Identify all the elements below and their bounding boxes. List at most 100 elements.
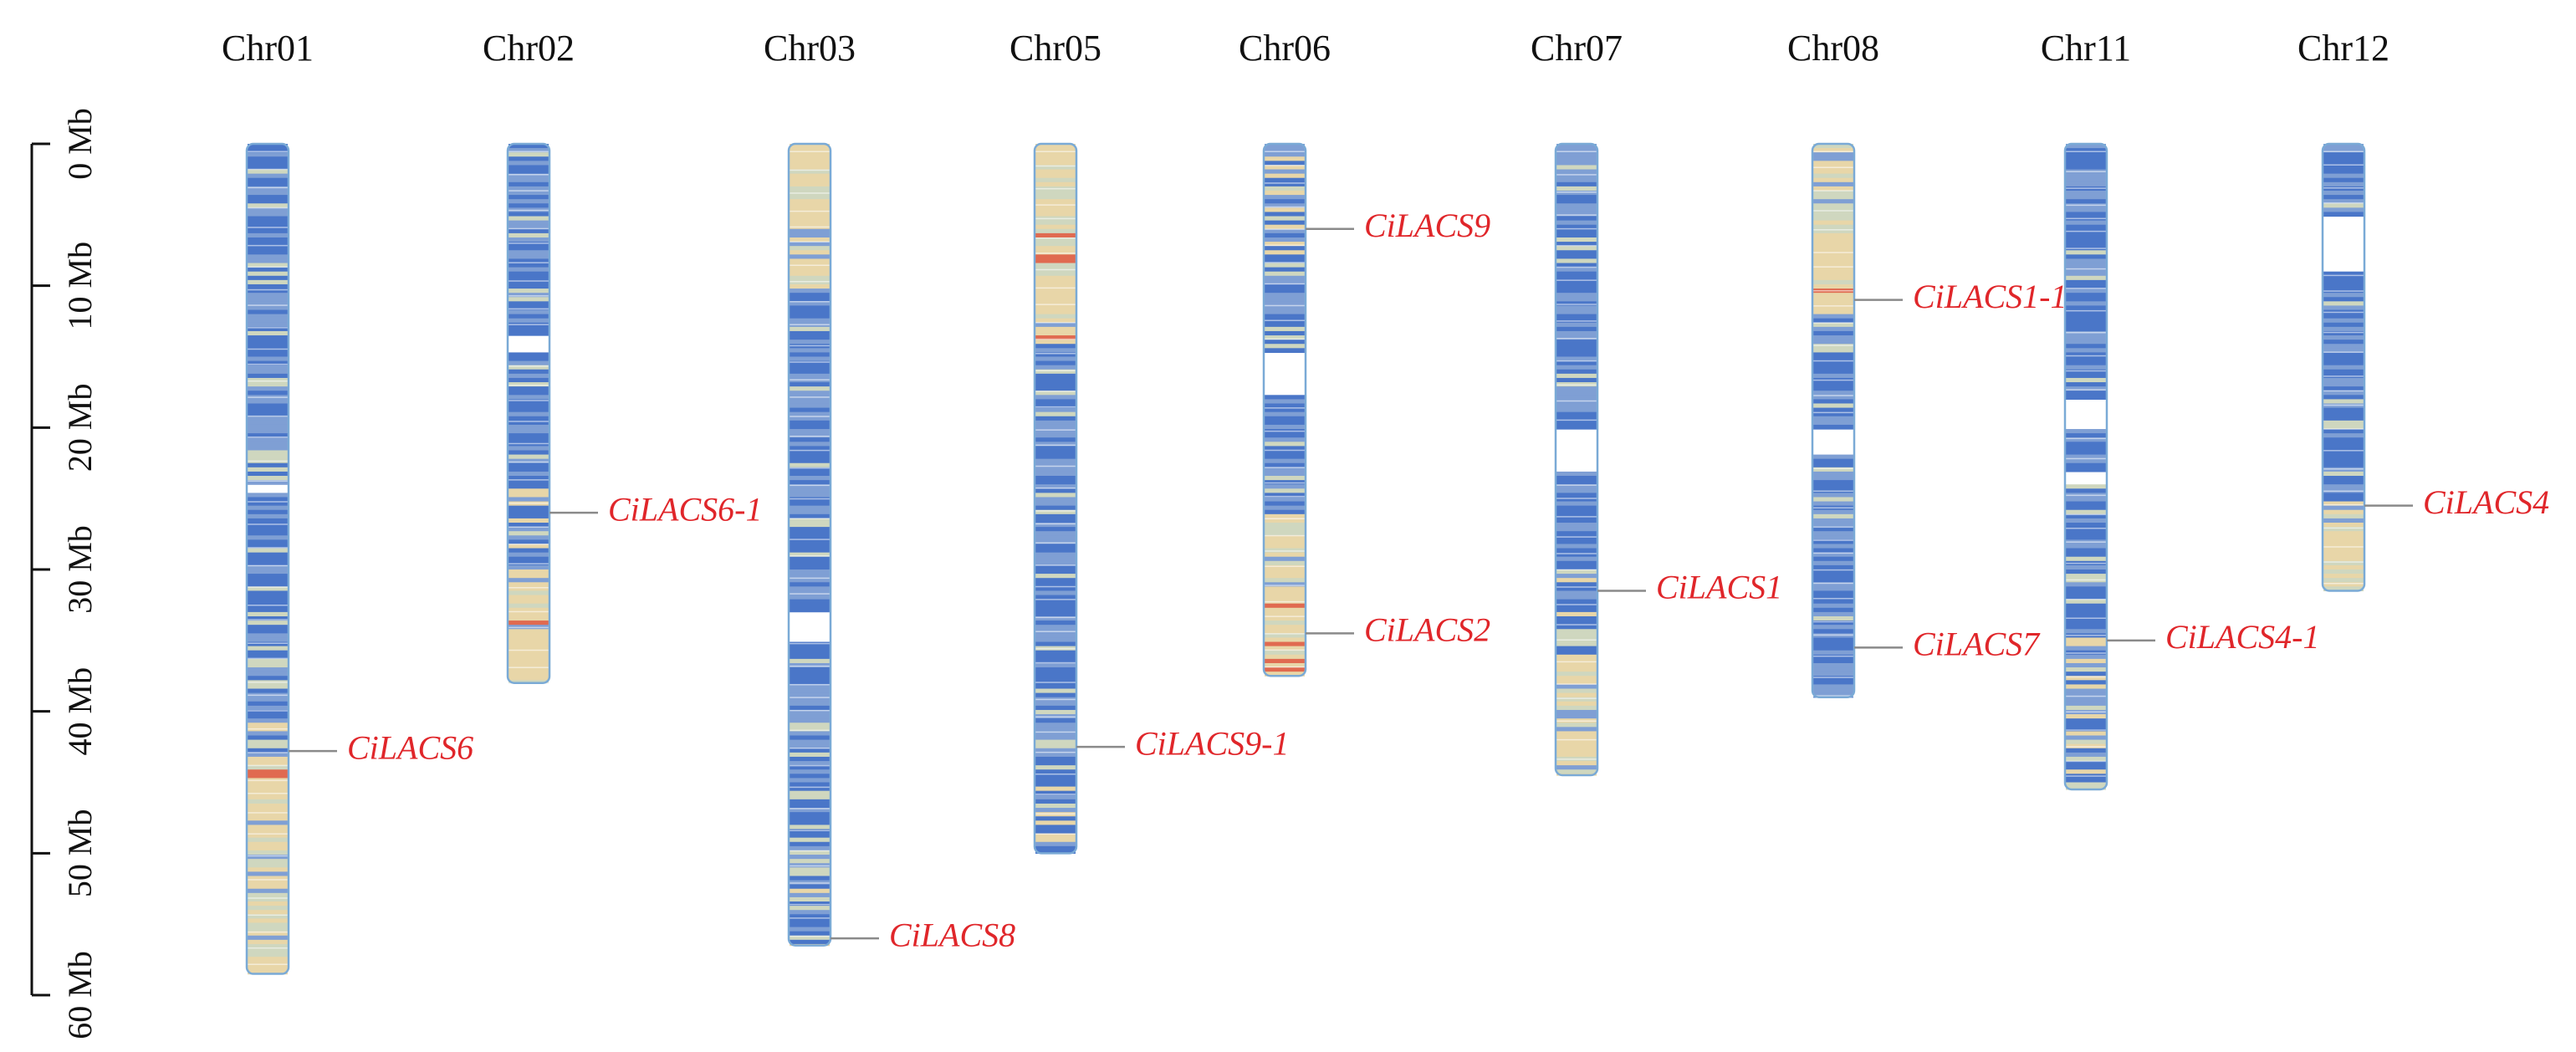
band-separator: [248, 752, 288, 753]
band-separator: [248, 289, 288, 291]
band: [1035, 318, 1076, 324]
band: [2323, 407, 2364, 413]
band: [790, 723, 830, 728]
band: [790, 799, 830, 804]
band: [1556, 216, 1597, 222]
band: [1813, 556, 1853, 562]
band: [1035, 220, 1076, 226]
band: [790, 786, 830, 792]
band: [2066, 701, 2106, 707]
band: [1035, 569, 1076, 575]
band: [2066, 437, 2106, 442]
band: [1556, 590, 1597, 596]
band: [2323, 356, 2364, 362]
band-separator: [790, 593, 830, 595]
band: [1035, 169, 1076, 175]
band: [790, 808, 830, 813]
band: [2066, 509, 2106, 515]
band: [2066, 301, 2106, 307]
band: [1265, 161, 1305, 166]
band: [248, 399, 288, 405]
band: [1813, 564, 1853, 570]
band-separator: [1265, 182, 1305, 184]
band: [790, 701, 830, 707]
band: [509, 484, 549, 489]
band: [509, 595, 549, 600]
band: [2066, 752, 2106, 758]
band: [1265, 544, 1305, 549]
band: [248, 615, 288, 621]
band: [1035, 416, 1076, 421]
band: [790, 318, 830, 324]
band: [1265, 220, 1305, 226]
band: [1265, 186, 1305, 192]
band-separator: [1265, 495, 1305, 498]
band: [2066, 232, 2106, 238]
band: [248, 782, 288, 788]
band-separator: [248, 304, 288, 306]
band: [248, 918, 288, 924]
band: [790, 552, 830, 558]
band-separator: [248, 947, 288, 949]
band: [1265, 195, 1305, 200]
band: [2323, 207, 2364, 213]
band: [248, 283, 288, 289]
chromosome-outline: [2063, 142, 2108, 791]
band-separator: [1265, 228, 1305, 230]
band: [248, 352, 288, 358]
band: [790, 794, 830, 800]
band: [790, 429, 830, 434]
band: [248, 424, 288, 430]
band-separator: [1265, 304, 1305, 307]
band: [1035, 429, 1076, 434]
band: [1265, 603, 1305, 609]
band: [1035, 539, 1076, 545]
band: [1035, 365, 1076, 370]
band: [2066, 552, 2106, 558]
band: [790, 731, 830, 737]
band: [2323, 582, 2364, 587]
band: [1265, 531, 1305, 536]
band: [790, 242, 830, 247]
band: [509, 513, 549, 519]
band: [790, 382, 830, 387]
band: [790, 297, 830, 302]
band: [2066, 629, 2106, 634]
band: [790, 497, 830, 503]
gene-label: CiLACS1: [1656, 569, 1782, 606]
band: [2066, 505, 2106, 511]
band: [1265, 556, 1305, 562]
band: [2323, 330, 2364, 336]
band: [248, 305, 288, 311]
band: [1813, 301, 1853, 307]
band: [1035, 756, 1076, 762]
band: [248, 382, 288, 387]
band-separator: [790, 264, 830, 267]
band-separator: [1813, 467, 1853, 470]
gene-label: CiLACS6-1: [608, 490, 762, 528]
band-separator: [1556, 516, 1597, 518]
band: [1265, 629, 1305, 634]
band-separator: [790, 642, 830, 645]
band-separator: [509, 190, 549, 192]
band: [248, 688, 288, 694]
band: [1035, 177, 1076, 183]
band-separator: [2323, 503, 2364, 506]
band-separator: [248, 523, 288, 525]
band-separator: [2323, 390, 2364, 392]
band: [248, 709, 288, 715]
band: [1035, 352, 1076, 358]
band: [248, 152, 288, 157]
band: [509, 586, 549, 592]
band: [1035, 803, 1076, 809]
band: [790, 173, 830, 179]
band: [248, 237, 288, 243]
band-separator: [2066, 287, 2106, 289]
band: [2066, 535, 2106, 540]
band-separator: [1035, 204, 1076, 206]
band: [790, 531, 830, 536]
band: [2323, 552, 2364, 558]
band-separator: [2066, 617, 2106, 620]
